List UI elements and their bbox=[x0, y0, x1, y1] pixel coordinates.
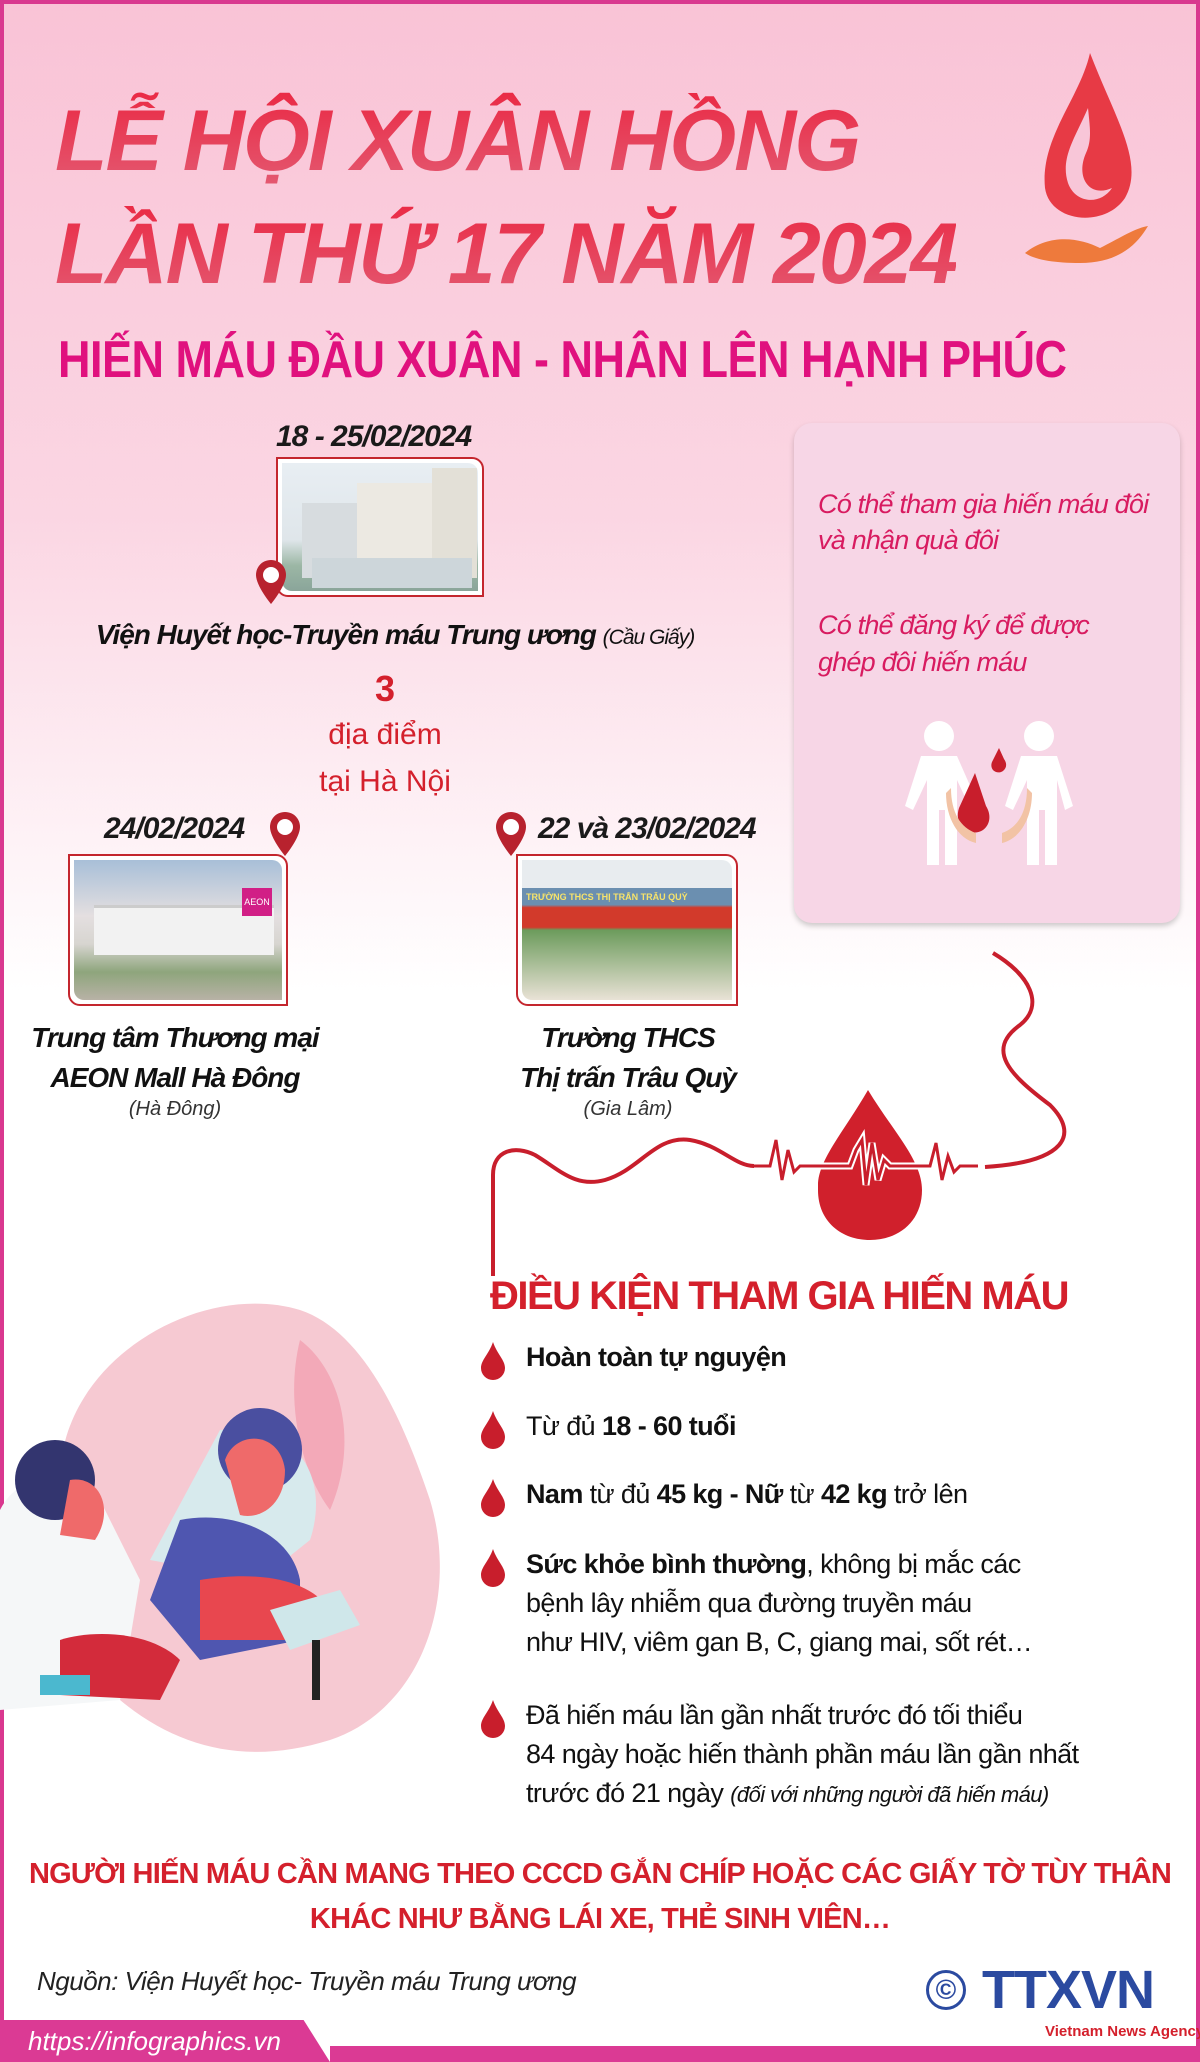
copyright-icon: © bbox=[926, 1970, 966, 2010]
title-line-2: LẦN THỨ 17 NĂM 2024 bbox=[55, 206, 958, 302]
location-3-photo: TRƯỜNG THCS THỊ TRẤN TRÂU QUỲ bbox=[516, 854, 738, 1006]
location-1-date: 18 - 25/02/2024 bbox=[276, 420, 472, 453]
location-count: 3 bbox=[374, 668, 396, 709]
bottom-bar bbox=[330, 2046, 1200, 2062]
notice-line-2: KHÁC NHƯ BẰNG LÁI XE, THẺ SINH VIÊN… bbox=[309, 1903, 891, 1935]
location-pin-icon bbox=[496, 812, 526, 856]
ttxvn-logo-subtitle: Vietnam News Agency bbox=[1045, 2023, 1200, 2040]
blood-drop-bullet-icon bbox=[481, 1700, 505, 1738]
blood-drop-hand-icon bbox=[1025, 53, 1148, 263]
info-line-2a: Có thể đăng ký để được bbox=[818, 610, 1090, 640]
couple-donation-icon bbox=[905, 721, 1073, 865]
info-line-1a: Có thể tham gia hiến máu đôi bbox=[818, 489, 1149, 519]
school-sign: TRƯỜNG THCS THỊ TRẤN TRÂU QUỲ bbox=[526, 892, 688, 902]
location-3-date: 22 và 23/02/2024 bbox=[538, 812, 757, 845]
blood-donation-illustration bbox=[0, 1303, 440, 1752]
url-bar: https://infographics.vn bbox=[0, 2020, 330, 2062]
location-2-name-line-1: Trung tâm Thương mại bbox=[31, 1022, 319, 1053]
heartbeat-drop-icon bbox=[818, 1090, 922, 1240]
location-3-name-line-2: Thị trấn Trâu Quỳ bbox=[520, 1062, 737, 1093]
blood-drop-bullet-icon bbox=[481, 1549, 505, 1587]
info-line-2b: ghép đôi hiến máu bbox=[818, 647, 1027, 677]
title-line-1: LỄ HỘI XUÂN HỒNG bbox=[55, 93, 861, 189]
location-2-photo: AEON bbox=[68, 854, 288, 1006]
aeon-sign: AEON bbox=[242, 888, 272, 916]
location-3-name-line-1: Trường THCS bbox=[541, 1022, 716, 1053]
ttxvn-logo: TTXVN bbox=[982, 1960, 1155, 2020]
location-1-photo bbox=[276, 457, 484, 597]
location-pin-icon bbox=[256, 560, 286, 604]
location-pin-icon bbox=[270, 812, 300, 856]
location-3-district: (Gia Lâm) bbox=[583, 1098, 673, 1120]
conditions-heading: ĐIỀU KIỆN THAM GIA HIẾN MÁU bbox=[490, 1274, 1070, 1318]
blood-drop-bullet-icon bbox=[481, 1479, 505, 1517]
blood-drop-bullet-icon bbox=[481, 1411, 505, 1449]
info-box: Có thể tham gia hiến máu đôi và nhận quà… bbox=[794, 423, 1180, 923]
blood-drop-bullet-icon bbox=[481, 1342, 505, 1380]
location-count-label-2: tại Hà Nội bbox=[319, 765, 451, 798]
info-line-1b: và nhận quà đôi bbox=[818, 525, 999, 555]
location-2-name-line-2: AEON Mall Hà Đông bbox=[50, 1062, 300, 1093]
subtitle: HIẾN MÁU ĐẦU XUÂN - NHÂN LÊN HẠNH PHÚC bbox=[58, 330, 1067, 389]
location-1-name: Viện Huyết học-Truyền máu Trung ương (Cầ… bbox=[95, 619, 695, 650]
source-text: Nguồn: Viện Huyết học- Truyền máu Trung … bbox=[37, 1966, 577, 1996]
location-count-label-1: địa điểm bbox=[328, 718, 442, 751]
location-2-district: (Hà Đông) bbox=[128, 1098, 222, 1120]
notice-line-1: NGƯỜI HIẾN MÁU CẦN MANG THEO CCCD GẮN CH… bbox=[28, 1858, 1172, 1890]
site-url[interactable]: https://infographics.vn bbox=[28, 2026, 281, 2056]
location-2-date: 24/02/2024 bbox=[104, 812, 245, 845]
